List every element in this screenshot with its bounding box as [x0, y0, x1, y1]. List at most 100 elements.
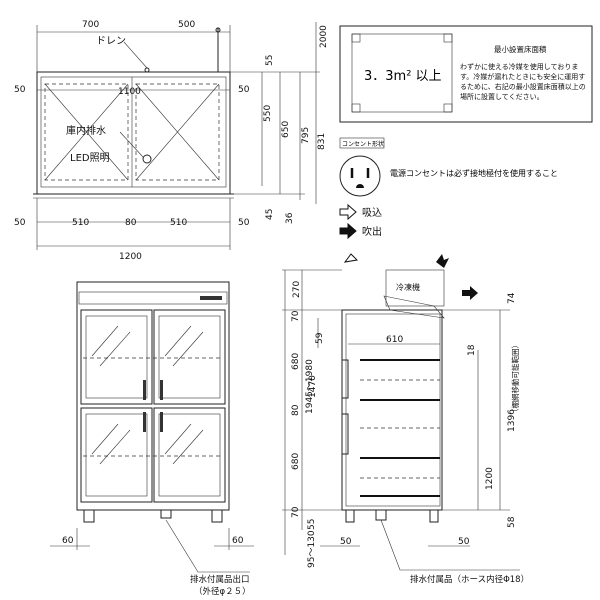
- side-foot-front: [345, 509, 355, 523]
- dim-2000: 2000: [319, 25, 329, 48]
- side-handle-top: [341, 359, 349, 399]
- side-inner: [345, 313, 441, 507]
- glass-tl: [85, 315, 148, 399]
- drain-label: ドレン: [96, 36, 126, 47]
- side-caption: 排水付属品（ホース内径Φ18）: [410, 574, 529, 585]
- dim-side-680b: 680: [291, 453, 301, 470]
- foot-left: [83, 509, 95, 523]
- dim-side-1200: 1200: [485, 467, 495, 490]
- drain-outlet: [160, 509, 172, 519]
- dim-side-680a: 680: [291, 353, 301, 370]
- area-corner-tr: [443, 33, 453, 43]
- dim-side-18: 18: [467, 344, 477, 356]
- min-area-value: 3．3m² 以上: [364, 69, 442, 84]
- led-light-icon: [142, 154, 152, 164]
- front-caption-2: （外径φ２５）: [194, 586, 251, 597]
- glass-tr: [158, 315, 221, 399]
- dim-55: 55: [265, 55, 275, 66]
- dim-side-55: 55: [307, 519, 317, 530]
- inner-outline: [40, 76, 227, 188]
- door-bottom-right: [153, 407, 226, 503]
- dim-side-bottom-50b: 50: [458, 537, 470, 547]
- drain-point-icon: [144, 67, 150, 73]
- drain-leader: [123, 41, 148, 69]
- led-label: LED照明: [70, 152, 110, 164]
- dim-total-1200: 1200: [119, 252, 142, 262]
- left-compartment: [44, 83, 129, 181]
- dim-bottom-510b: 510: [170, 218, 187, 228]
- front-cabinet: [76, 281, 230, 511]
- top-intake-icon: [343, 253, 359, 263]
- side-drain: [375, 509, 387, 521]
- handle-tr: [160, 380, 163, 400]
- dim-top-right: 500: [178, 20, 195, 30]
- dim-bottom-50b: 50: [238, 218, 250, 228]
- dim-bottom-80: 80: [125, 218, 137, 228]
- dim-bottom-50a: 50: [14, 218, 26, 228]
- shelf-range-label: （棚網移動可能範囲）: [510, 341, 520, 416]
- dim-side-bottom-50a: 50: [340, 537, 352, 547]
- side-foot-back: [429, 509, 439, 523]
- dim-side-74: 74: [507, 292, 517, 304]
- area-corner-tl: [351, 33, 361, 43]
- outlet-note: 電源コンセントは必ず接地極付を使用すること: [390, 168, 558, 178]
- outlet-badge-box: [339, 137, 385, 149]
- door-bottom-left: [80, 407, 153, 503]
- dim-side-610: 610: [386, 335, 403, 345]
- dim-side-58: 58: [507, 516, 517, 528]
- dim-650: 650: [281, 121, 291, 138]
- refrigeration-unit: [385, 269, 445, 307]
- dim-550: 550: [263, 105, 273, 122]
- glass-bl: [85, 413, 148, 497]
- dim-side-80: 80: [291, 404, 301, 416]
- interior-drain-label: 庫内排水: [66, 124, 106, 137]
- dim-side-1470: 1470: [308, 375, 318, 398]
- area-corner-br: [443, 103, 453, 113]
- dim-side-1396: 1396: [507, 409, 517, 432]
- door-top-left: [80, 309, 153, 405]
- dim-side-total: 1945～1980: [305, 359, 315, 414]
- dim-front-right-60: 60: [232, 536, 244, 546]
- exhaust-label: 吹出: [362, 225, 382, 238]
- airflow-legend: 吸込 吹出: [339, 203, 382, 240]
- front-header: [78, 291, 228, 305]
- dim-36: 36: [285, 212, 295, 224]
- exhaust-up-arrow-icon: [436, 254, 449, 268]
- unit-label: 冷凍機: [396, 282, 420, 292]
- info-note: わずかに使える冷媒を使用しております。冷媒が漏れたときにも安全に運用するために、…: [460, 63, 586, 101]
- dim-795: 795: [301, 127, 311, 144]
- dim-1100: 1100: [118, 87, 141, 97]
- left-cross-b: [44, 83, 129, 181]
- handle-tl: [143, 380, 146, 400]
- dim-45: 45: [265, 209, 275, 220]
- intake-label: 吸込: [362, 207, 382, 219]
- dim-side-59: 59: [315, 332, 325, 344]
- outlet-badge: コンセント形状: [342, 140, 384, 148]
- side-view: 冷凍機 270 70 59 680 1470 80 680 70: [282, 253, 529, 585]
- area-box: [351, 33, 453, 113]
- exhaust-right-arrow-icon: [462, 286, 478, 300]
- interior-drain-leader: [119, 131, 144, 158]
- side-caption-leader: [380, 519, 520, 571]
- door-top-right: [153, 309, 226, 405]
- dim-side-270: 270: [292, 281, 302, 298]
- side-handle-bottom: [341, 413, 349, 455]
- dim-top-left: 700: [82, 20, 99, 30]
- front-view: 60 60 排水付属品出口 （外径φ２５）: [50, 281, 254, 597]
- right-compartment: [135, 83, 220, 181]
- outlet-icon: [339, 155, 381, 197]
- front-caption-1: 排水付属品出口: [190, 574, 250, 585]
- info-note-wrap: わずかに使える冷媒を使用しております。冷媒が漏れたときにも安全に運用するために、…: [460, 63, 586, 101]
- dim-side-70: 70: [291, 310, 301, 322]
- front-caption-leader: [165, 519, 250, 573]
- dim-right-50: 50: [238, 85, 250, 95]
- info-box: [339, 25, 593, 123]
- foot-right: [211, 509, 223, 523]
- intake-arrow-icon: [339, 203, 357, 221]
- front-badge: [200, 296, 222, 300]
- handle-bl: [143, 412, 146, 432]
- plan-view: 700 500 50 1100 50 55 550 650 795 831 20…: [14, 20, 329, 262]
- dim-left-50: 50: [14, 85, 26, 95]
